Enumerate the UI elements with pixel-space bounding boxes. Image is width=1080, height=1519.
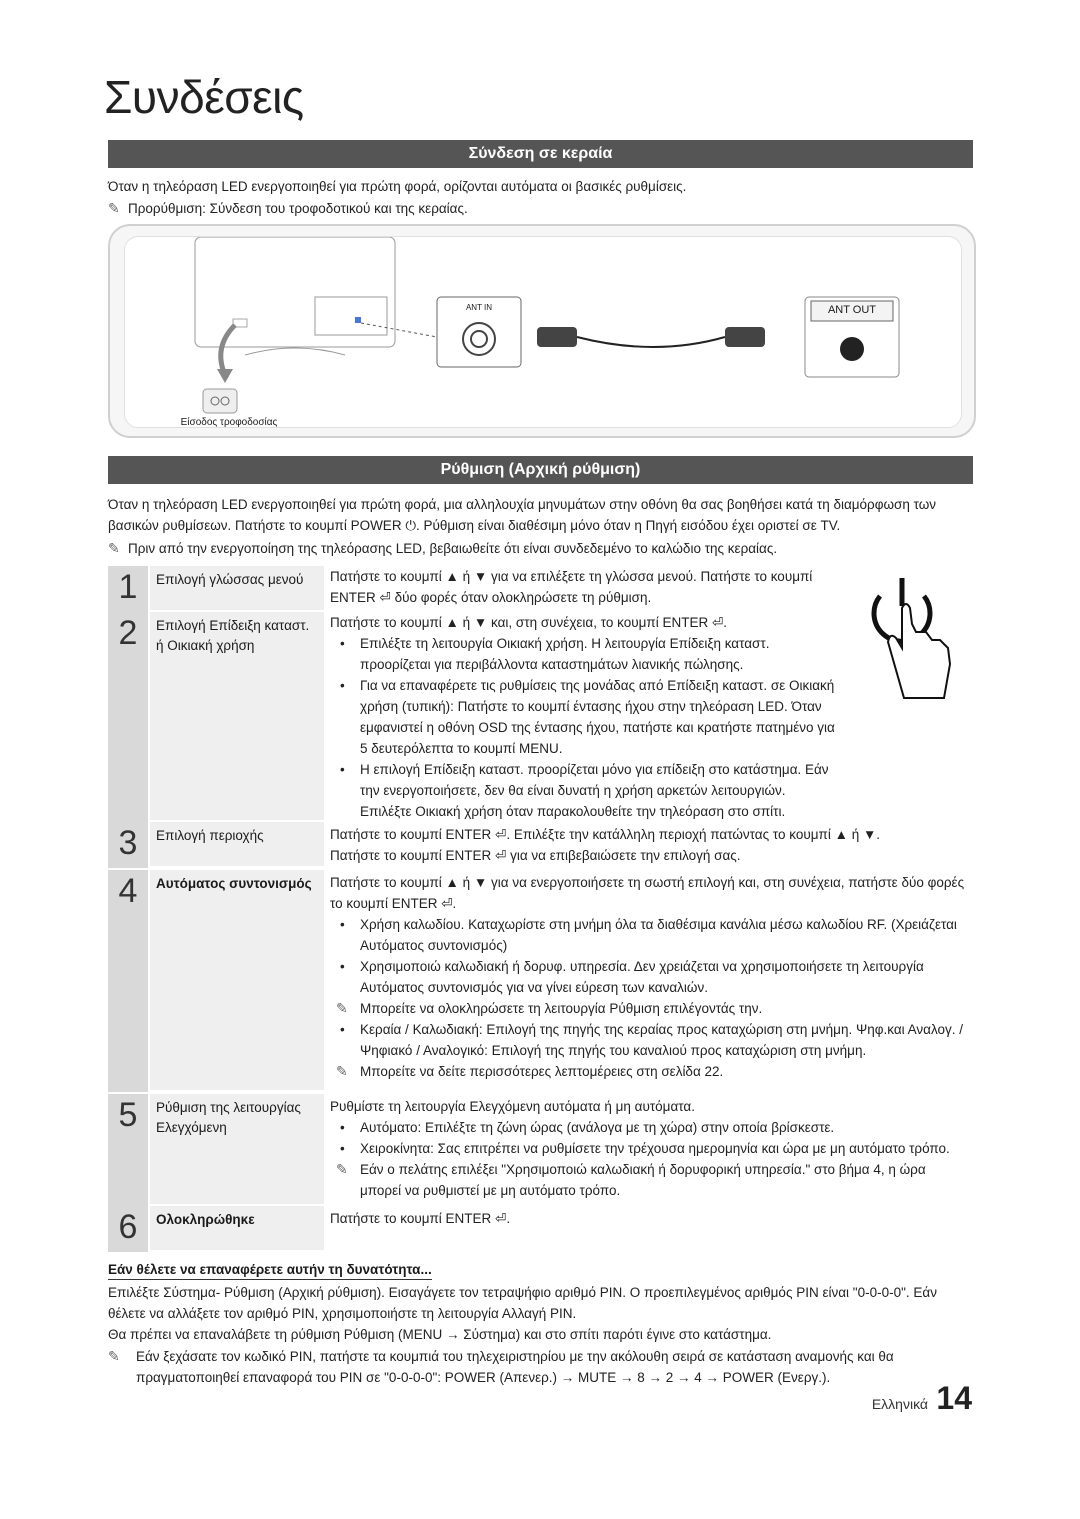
antenna-note-text: Προρύθμιση: Σύνδεση του τροφοδοτικού και…: [128, 201, 468, 216]
step-note: ✎ Εάν ο πελάτης επιλέξει "Χρησιμοποιώ καλ…: [330, 1159, 970, 1201]
ant-dash-line: [360, 322, 438, 338]
step-number: 5: [108, 1094, 148, 1206]
step-5-description: Ρυθμίστε τη λειτουργία Ελεγχόμενη αυτόμα…: [330, 1096, 970, 1201]
reset-heading: Εάν θέλετε να επαναφέρετε αυτήν τη δυνατ…: [108, 1262, 432, 1280]
step-title: Επιλογή περιοχής: [150, 822, 324, 866]
step-3-description: Πατήστε το κουμπί ENTER ⏎. Επιλέξτε την …: [330, 824, 970, 866]
antenna-cable: [576, 336, 726, 348]
step-6-description: Πατήστε το κουμπί ENTER ⏎.: [330, 1208, 970, 1229]
ant-in-label: ANT IN: [465, 303, 493, 312]
step-title: Επιλογή Επίδειξη καταστ. ή Οικιακή χρήση: [150, 612, 324, 820]
tv-stand: [244, 347, 346, 356]
cable-plug-left: [537, 327, 577, 347]
antenna-intro: Όταν η τηλεόραση LED ενεργοποιηθεί για π…: [108, 179, 687, 194]
setup-intro-2: βασικών ρυθμίσεων. Πατήστε το κουμπί POW…: [108, 518, 841, 533]
step-line: Πατήστε το κουμπί ▲ ή ▼ και, στη συνέχει…: [330, 615, 728, 630]
step-number: 1: [108, 566, 148, 612]
step-line: ENTER ⏎ δύο φορές όταν ολοκληρώσετε τη ρ…: [330, 590, 652, 605]
bullet-item: Χρησιμοποιώ καλωδιακή ή δορυφ. υπηρεσία.…: [330, 956, 970, 998]
note-pencil-icon: ✎: [336, 1000, 348, 1016]
step-1-description: Πατήστε το κουμπί ▲ ή ▼ για να επιλέξετε…: [330, 566, 850, 608]
step-note: ✎ Μπορείτε να ολοκληρώσετε τη λειτουργία …: [330, 998, 970, 1019]
bullet-item: Αυτόματο: Επιλέξτε τη ζώνη ώρας (ανάλογα…: [330, 1117, 970, 1138]
connection-diagram: ANT IN ANT OUT Είσοδος τροφοδοσίας: [108, 224, 976, 438]
power-arrow-head: [217, 369, 233, 383]
tv-terminal-panel: [314, 296, 388, 336]
page-title: Συνδέσεις: [104, 71, 304, 123]
tv-ant-port: [355, 317, 361, 323]
bullet-item: Χειροκίνητα: Σας επιτρέπει να ρυθμίσετε …: [330, 1138, 970, 1159]
note-pencil-icon: ✎: [108, 200, 120, 216]
power-input-label: Είσοδος τροφοδοσίας: [180, 417, 278, 428]
diagram-illustration: [194, 236, 900, 414]
step-line: Πατήστε το κουμπί ▲ ή ▼ για να ενεργοποι…: [330, 875, 965, 911]
page-number: 14: [936, 1380, 972, 1416]
reset-note-text: Εάν ξεχάσατε τον κωδικό PIN, πατήστε τα …: [136, 1349, 894, 1385]
power-socket-hole-left: [210, 396, 220, 406]
step-title: Επιλογή γλώσσας μενού: [150, 566, 324, 610]
footer-language: Ελληνικά: [871, 1396, 928, 1412]
step-number: 2: [108, 612, 148, 822]
tv-power-port: [232, 318, 248, 328]
step-title: Ολοκληρώθηκε: [150, 1206, 324, 1250]
step-note-text: Εάν ο πελάτης επιλέξει "Χρησιμοποιώ καλω…: [360, 1162, 926, 1198]
bullet-item: Κεραία / Καλωδιακή: Επιλογή της πηγής τη…: [330, 1019, 970, 1061]
power-hand-icon: [871, 578, 952, 699]
ant-out-socket-icon: [840, 337, 864, 361]
step-4-description: Πατήστε το κουμπί ▲ ή ▼ για να ενεργοποι…: [330, 872, 970, 1082]
step-line: Πατήστε το κουμπί ▲ ή ▼ για να επιλέξετε…: [330, 569, 813, 584]
power-socket-icon: [202, 388, 238, 414]
section-title-setup: Ρύθμιση (Αρχική ρύθμιση): [108, 456, 973, 484]
reset-note: ✎ Εάν ξεχάσατε τον κωδικό PIN, πατήστε τα…: [108, 1346, 974, 1388]
reset-paragraph-2: Θα πρέπει να επαναλάβετε τη ρύθμιση Ρύθμ…: [108, 1327, 772, 1342]
bullet-item: Επιλέξτε τη λειτουργία Οικιακή χρήση. Η …: [330, 633, 840, 675]
step-line: Πατήστε το κουμπί ENTER ⏎ για να επιβεβα…: [330, 848, 741, 863]
note-pencil-icon: ✎: [336, 1063, 348, 1079]
ant-out-label-box: [810, 300, 894, 322]
reset-paragraph-1: Επιλέξτε Σύστημα- Ρύθμιση (Αρχική ρύθμισ…: [108, 1285, 937, 1321]
diagram-panel: ANT IN ANT OUT Είσοδος τροφοδοσίας: [124, 236, 962, 428]
ant-out-label: ANT OUT: [827, 304, 877, 316]
section-title-antenna: Σύνδεση σε κεραία: [108, 140, 973, 168]
ant-in-connector-inner: [470, 330, 488, 348]
step-line: Ρυθμίστε τη λειτουργία Ελεγχόμενη αυτόμα…: [330, 1099, 695, 1114]
step-title: Ρύθμιση της λειτουργίας Ελεγχόμενη: [150, 1094, 324, 1204]
step-2-description: Πατήστε το κουμπί ▲ ή ▼ και, στη συνέχει…: [330, 612, 840, 822]
step-title: Αυτόματος συντονισμός: [150, 870, 324, 1090]
step-number: 3: [108, 822, 148, 868]
note-pencil-icon: ✎: [336, 1161, 348, 1177]
setup-note: ✎ Πριν από την ενεργοποίηση της τηλεόραση…: [108, 538, 974, 559]
cable-plug-right: [725, 327, 765, 347]
antenna-note: ✎ Προρύθμιση: Σύνδεση του τροφοδοτικού κα…: [108, 198, 972, 219]
bullet-item: Για να επαναφέρετε τις ρυθμίσεις της μον…: [330, 675, 840, 759]
note-pencil-icon: ✎: [108, 540, 120, 556]
step-line: Πατήστε το κουμπί ENTER ⏎.: [330, 1211, 511, 1226]
bullet-item: Χρήση καλωδίου. Καταχωρίστε στη μνήμη όλ…: [330, 914, 970, 956]
step-line: Πατήστε το κουμπί ENTER ⏎. Επιλέξτε την …: [330, 827, 881, 842]
setup-intro-1: Όταν η τηλεόραση LED ενεργοποιηθεί για π…: [108, 497, 937, 512]
power-socket-hole-right: [220, 396, 230, 406]
step-note-text: Μπορείτε να ολοκληρώσετε τη λειτουργία Ρ…: [360, 1001, 763, 1016]
step-note: ✎ Μπορείτε να δείτε περισσότερες λεπτομέρ…: [330, 1061, 970, 1082]
step-number: 4: [108, 870, 148, 1092]
note-pencil-icon: ✎: [108, 1348, 120, 1364]
step-note-text: Μπορείτε να δείτε περισσότερες λεπτομέρε…: [360, 1064, 724, 1079]
setup-note-text: Πριν από την ενεργοποίηση της τηλεόρασης…: [128, 541, 778, 556]
bullet-item: Η επιλογή Επίδειξη καταστ. προορίζεται μ…: [330, 759, 840, 822]
step-number: 6: [108, 1206, 148, 1252]
